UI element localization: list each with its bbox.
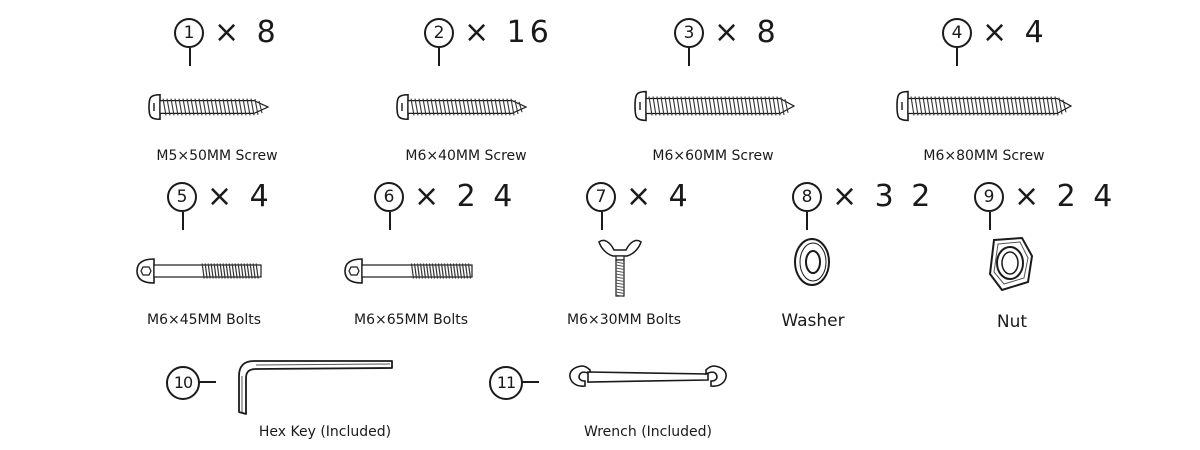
- part-1-label: M5×50MM Screw: [156, 148, 278, 164]
- part-4-number: 4: [942, 18, 972, 48]
- part-3-number: 3: [674, 18, 704, 48]
- part-2-quantity: × 16: [464, 15, 553, 50]
- part-4-quantity: × 4: [982, 15, 1048, 50]
- part-3-header: 3 × 8: [674, 18, 780, 48]
- bolt-icon: [344, 258, 473, 284]
- part-6-quantity: × 2 4: [414, 179, 517, 214]
- part-10-label: Hex Key (Included): [258, 424, 392, 440]
- part-4-label: M6×80MM Screw: [923, 148, 1045, 164]
- pan-head-screw-icon: [148, 93, 270, 121]
- part-7-leader-line: [601, 212, 603, 230]
- wrench-icon: [569, 365, 727, 387]
- part-6-header: 6 × 2 4: [374, 182, 516, 212]
- part-9-label: Nut: [996, 312, 1028, 332]
- part-1-number: 1: [174, 18, 204, 48]
- washer-icon: [794, 238, 830, 286]
- hex-nut-icon: [988, 236, 1034, 292]
- part-11-label: Wrench (Included): [584, 424, 712, 440]
- part-2-leader-line: [438, 48, 440, 66]
- part-10-number: 10: [166, 366, 200, 400]
- part-3-quantity: × 8: [714, 15, 780, 50]
- part-7-number: 7: [586, 182, 616, 212]
- part-11-leader-line: [521, 381, 539, 383]
- part-8-header: 8 × 3 2: [792, 182, 934, 212]
- part-5-number: 5: [167, 182, 197, 212]
- part-10-header: 10: [166, 366, 200, 400]
- part-9-leader-line: [989, 212, 991, 230]
- part-4-header: 4 × 4: [942, 18, 1048, 48]
- part-10-leader-line: [198, 381, 216, 383]
- wing-bolt-icon: [598, 239, 642, 297]
- hex-key-icon: [238, 360, 393, 415]
- bolt-icon: [136, 258, 262, 284]
- part-3-label: M6×60MM Screw: [652, 148, 774, 164]
- part-7-quantity: × 4: [626, 179, 692, 214]
- part-8-quantity: × 3 2: [832, 179, 935, 214]
- part-9-header: 9 × 2 4: [974, 182, 1116, 212]
- part-5-header: 5 × 4: [167, 182, 273, 212]
- part-4-leader-line: [956, 48, 958, 66]
- part-6-leader-line: [389, 212, 391, 230]
- part-1-quantity: × 8: [214, 15, 280, 50]
- part-5-leader-line: [182, 212, 184, 230]
- part-5-quantity: × 4: [207, 179, 273, 214]
- part-6-label: M6×65MM Bolts: [354, 312, 468, 328]
- part-7-header: 7 × 4: [586, 182, 692, 212]
- part-11-header: 11: [489, 366, 523, 400]
- part-2-label: M6×40MM Screw: [405, 148, 527, 164]
- pan-head-screw-icon: [396, 93, 528, 121]
- part-7-label: M6×30MM Bolts: [567, 312, 681, 328]
- part-5-label: M6×45MM Bolts: [147, 312, 261, 328]
- part-9-number: 9: [974, 182, 1004, 212]
- pan-head-screw-icon: [634, 90, 796, 122]
- part-11-number: 11: [489, 366, 523, 400]
- part-3-leader-line: [688, 48, 690, 66]
- pan-head-screw-icon: [896, 90, 1073, 122]
- part-9-quantity: × 2 4: [1014, 179, 1117, 214]
- part-1-header: 1 × 8: [174, 18, 280, 48]
- part-1-leader-line: [189, 48, 191, 66]
- part-8-label: Washer: [781, 311, 845, 331]
- part-2-number: 2: [424, 18, 454, 48]
- part-2-header: 2 × 16: [424, 18, 553, 48]
- part-8-leader-line: [806, 212, 808, 230]
- part-6-number: 6: [374, 182, 404, 212]
- part-8-number: 8: [792, 182, 822, 212]
